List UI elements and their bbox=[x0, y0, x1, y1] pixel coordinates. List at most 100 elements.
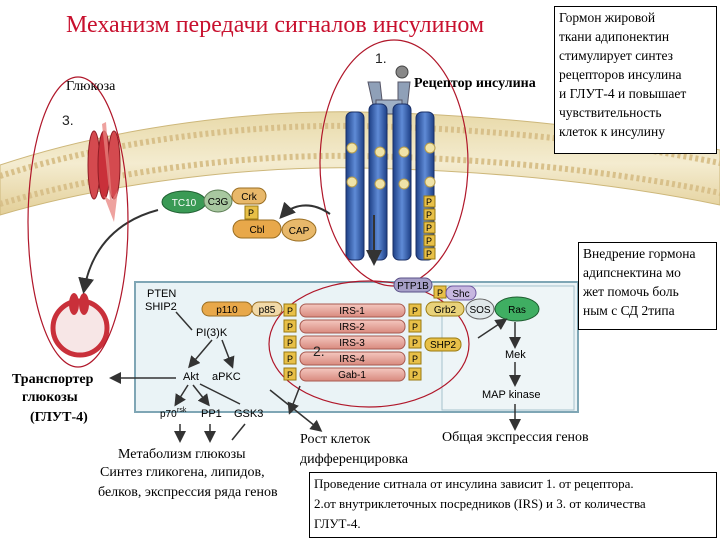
shc-p-label: P bbox=[437, 288, 443, 298]
crk-shape bbox=[231, 187, 267, 205]
pi3k-apkc-arrow bbox=[221, 339, 235, 369]
growth-label-1: Рост клеток bbox=[300, 432, 371, 447]
c3g-shape bbox=[203, 189, 233, 213]
irs-rp1: P bbox=[412, 306, 418, 316]
akt-gsk3-inhibit bbox=[199, 383, 241, 405]
p85-shape bbox=[251, 301, 283, 317]
ras-label: Ras bbox=[508, 305, 526, 316]
shc-label: Shc bbox=[452, 289, 469, 300]
ptp1b-label: PTP1B bbox=[397, 281, 429, 292]
therapy-line-3: жет помочь боль bbox=[583, 284, 679, 299]
glut4-membrane-icon bbox=[87, 122, 121, 222]
metabolism-label-1: Метаболизм глюкозы bbox=[118, 447, 246, 462]
pten-inhibit-line bbox=[175, 311, 193, 331]
number-3: 3. bbox=[62, 112, 74, 128]
glut4-vesicle-icon bbox=[50, 293, 110, 358]
mek-label: Mek bbox=[505, 349, 526, 361]
ship2-label: SHIP2 bbox=[145, 301, 177, 313]
cap-shape bbox=[281, 218, 317, 242]
info-line-5: и ГЛУТ-4 и повышает bbox=[559, 86, 687, 101]
irs-rp2: P bbox=[412, 322, 418, 332]
adiponectin-info-box: Гормон жировой ткани адипонектин стимули… bbox=[554, 6, 717, 154]
grb2-shape bbox=[425, 301, 465, 317]
glucose-label: Глюкоза bbox=[66, 79, 116, 94]
shp2-label: SHP2 bbox=[430, 340, 457, 351]
mapk-label: MAP kinase bbox=[482, 389, 541, 401]
pp1-label: PP1 bbox=[201, 408, 222, 420]
irs3-label: IRS-3 bbox=[339, 338, 365, 349]
receptor-p3: P bbox=[426, 223, 432, 233]
irs-rp3: P bbox=[412, 338, 418, 348]
number-2: 2. bbox=[313, 343, 325, 359]
akt-pp1-arrow bbox=[192, 384, 210, 407]
transporter-label-2: глюкозы bbox=[22, 390, 78, 405]
irs-rp5: P bbox=[412, 370, 418, 380]
info-line-6: чувствительность bbox=[559, 105, 662, 120]
irs-lp4: P bbox=[287, 354, 293, 364]
ptp1b-shape bbox=[393, 277, 433, 293]
receptor-p5: P bbox=[426, 249, 432, 259]
metab-inhibit-3 bbox=[231, 423, 246, 441]
adiponectin-therapy-box: Внедрение гормона адипснектина мо жет по… bbox=[578, 242, 717, 330]
receptor-p4: P bbox=[426, 236, 432, 246]
cbl-p-chip bbox=[244, 205, 259, 220]
c3g-label: C3G bbox=[208, 197, 229, 208]
ras-shape bbox=[494, 296, 540, 322]
info-line-4: рецепторов инсулина bbox=[559, 67, 682, 82]
sos-label: SOS bbox=[469, 305, 490, 316]
insulin-receptor-icon bbox=[345, 65, 436, 261]
cbl-shape bbox=[232, 219, 282, 239]
therapy-line-4: ным с СД 2типа bbox=[583, 303, 675, 318]
page-title: Механизм передачи сигналов инсулином bbox=[66, 12, 485, 38]
number-1: 1. bbox=[375, 50, 387, 66]
transporter-label-3: (ГЛУТ-4) bbox=[30, 410, 88, 425]
pi3k-label: PI(3)K bbox=[196, 327, 228, 339]
pi3k-akt-arrow bbox=[188, 339, 213, 369]
irs-bars bbox=[299, 303, 406, 382]
summary-box: Проведение ситнала от инсулина зависит 1… bbox=[309, 472, 717, 538]
tc10-label: TC10 bbox=[172, 198, 197, 209]
irs-lp1: P bbox=[287, 306, 293, 316]
oval-irs bbox=[268, 280, 470, 408]
cbl-label: Cbl bbox=[249, 225, 264, 236]
pi3k-growth-arrow bbox=[269, 389, 323, 432]
akt-p70-arrow bbox=[174, 384, 189, 407]
gsk3-label: GSK3 bbox=[234, 408, 263, 420]
receptor-label: Рецептор инсулина bbox=[414, 76, 536, 91]
irs-right-p-chips bbox=[408, 303, 422, 381]
info-line-2: ткани адипонектин bbox=[559, 29, 670, 44]
irs1-label: IRS-1 bbox=[339, 306, 365, 317]
irs-lp2: P bbox=[287, 322, 293, 332]
pten-label: PTEN bbox=[147, 288, 176, 300]
growth-label-2: дифференцировка bbox=[300, 452, 408, 467]
receptor-p2: P bbox=[426, 210, 432, 220]
metabolism-label-2: Синтез гликогена, липидов, bbox=[100, 465, 265, 480]
irs-left-p-chips bbox=[283, 303, 297, 381]
apkc-label: aPKC bbox=[212, 371, 241, 383]
gab1-label: Gab-1 bbox=[338, 370, 366, 381]
shp2-shape bbox=[424, 337, 462, 352]
cbl-arrow bbox=[279, 201, 331, 219]
crk-label: Crk bbox=[241, 192, 258, 203]
irs-lp5: P bbox=[287, 370, 293, 380]
shc-shape bbox=[445, 285, 477, 301]
sos-shape bbox=[465, 298, 495, 320]
akt-label: Akt bbox=[183, 371, 199, 383]
irs2-label: IRS-2 bbox=[339, 322, 365, 333]
info-line-7: клеток к инсулину bbox=[559, 124, 665, 139]
receptor-p-chips bbox=[423, 195, 436, 260]
p110-label: p110 bbox=[216, 305, 238, 316]
summary-line-3: ГЛУТ-4. bbox=[314, 516, 361, 531]
transporter-label-1: Транспортер bbox=[12, 372, 94, 387]
irs-lp3: P bbox=[287, 338, 293, 348]
glut4-translocation-arrow bbox=[78, 209, 159, 294]
summary-line-2: 2.от внутриклеточных посредников (IRS) и… bbox=[314, 496, 646, 511]
therapy-line-1: Внедрение гормона bbox=[583, 246, 696, 261]
metabolism-label-3: белков, экспрессия ряда генов bbox=[98, 485, 278, 500]
cbl-p-label: P bbox=[248, 208, 254, 218]
shp2-ras-arrow bbox=[477, 318, 508, 339]
summary-line-1: Проведение ситнала от инсулина зависит 1… bbox=[314, 476, 634, 491]
irs-rp4: P bbox=[412, 354, 418, 364]
p85-label: p85 bbox=[259, 305, 276, 316]
